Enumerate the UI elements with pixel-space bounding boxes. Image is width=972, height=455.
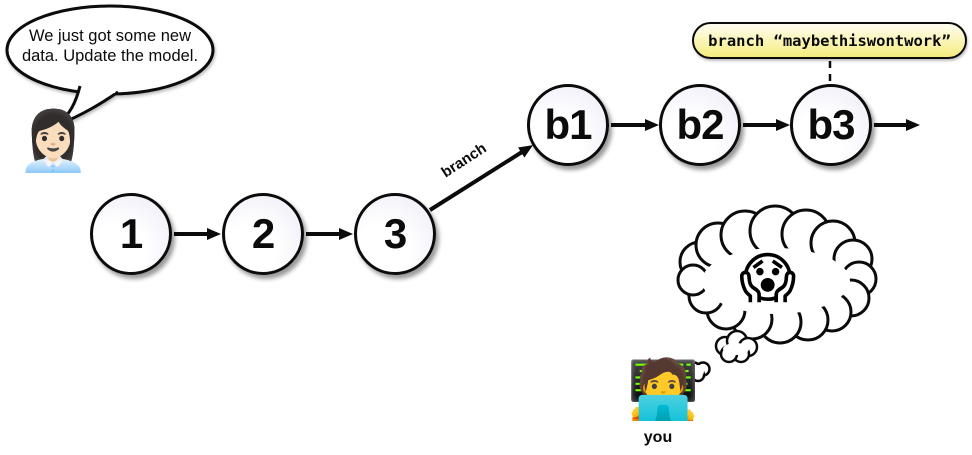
speech-bubble-shape [5,4,215,128]
branch-name-tag: branch “maybethiswontwork” [692,22,967,59]
commit-node-b3-label: b3 [807,101,855,148]
thought-puff-small [686,361,711,383]
commit-node-b2: b2 [659,84,741,166]
commit-node-3: 3 [354,193,436,275]
commit-node-1: 1 [90,193,172,275]
commit-node-b1-label: b1 [544,101,592,148]
thought-puff-medium [714,329,759,364]
commit-node-1-label: 1 [119,210,143,257]
commit-node-2-label: 2 [251,210,275,257]
thought-cloud-shape [676,204,878,383]
technologist-emoji: 🧑‍💻 [627,355,700,423]
branch-name-tag-label: branch “maybethiswontwork” [708,31,951,50]
commit-node-b1: b1 [527,84,609,166]
commit-node-3-label: 3 [383,210,407,257]
businesswoman-emoji: 👩🏻‍💼 [17,107,90,175]
commit-edges [174,119,920,240]
edge-3-b1 [428,145,533,212]
speech-line-2: data. Update the model. [21,47,199,65]
commit-node-b2-label: b2 [676,101,724,148]
commit-node-b3: b3 [790,84,872,166]
speech-bubble-text: We just got some new data. Update the mo… [16,26,204,66]
speech-line-1: We just got some new [28,27,192,45]
commit-node-2: 2 [222,193,304,275]
screaming-face-emoji: 😱 [739,246,797,310]
you-label: you [643,429,673,446]
